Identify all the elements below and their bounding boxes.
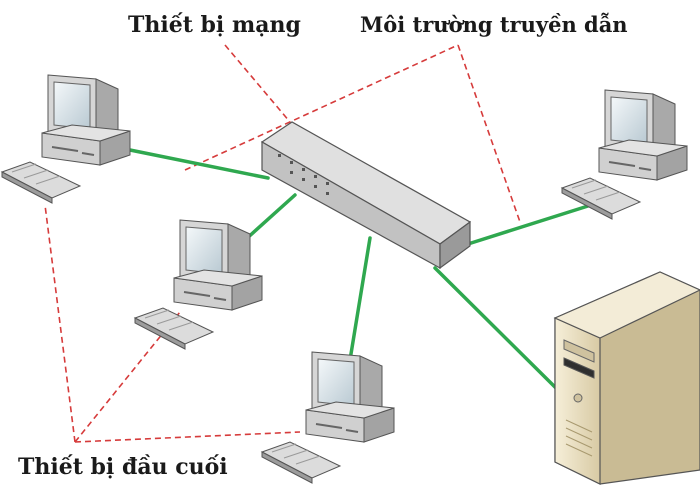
keyboard-icon bbox=[134, 307, 214, 350]
label-network-device: Thiết bị mạng bbox=[128, 12, 301, 38]
callout-lines bbox=[44, 44, 521, 443]
label-transmission-medium: Môi trường truyền dẫn bbox=[360, 12, 628, 37]
label-end-devices: Thiết bị đầu cuối bbox=[18, 454, 228, 480]
network-links bbox=[128, 148, 590, 394]
keyboard-icon bbox=[261, 441, 341, 484]
keyboard-icon bbox=[561, 177, 641, 220]
computer-icon bbox=[305, 351, 395, 443]
computer-icon bbox=[598, 89, 688, 181]
computer-icon bbox=[41, 74, 131, 166]
server-icon bbox=[553, 271, 700, 485]
computer-icon bbox=[173, 219, 263, 311]
network-switch-icon bbox=[260, 121, 472, 270]
keyboard-icon bbox=[1, 161, 81, 204]
